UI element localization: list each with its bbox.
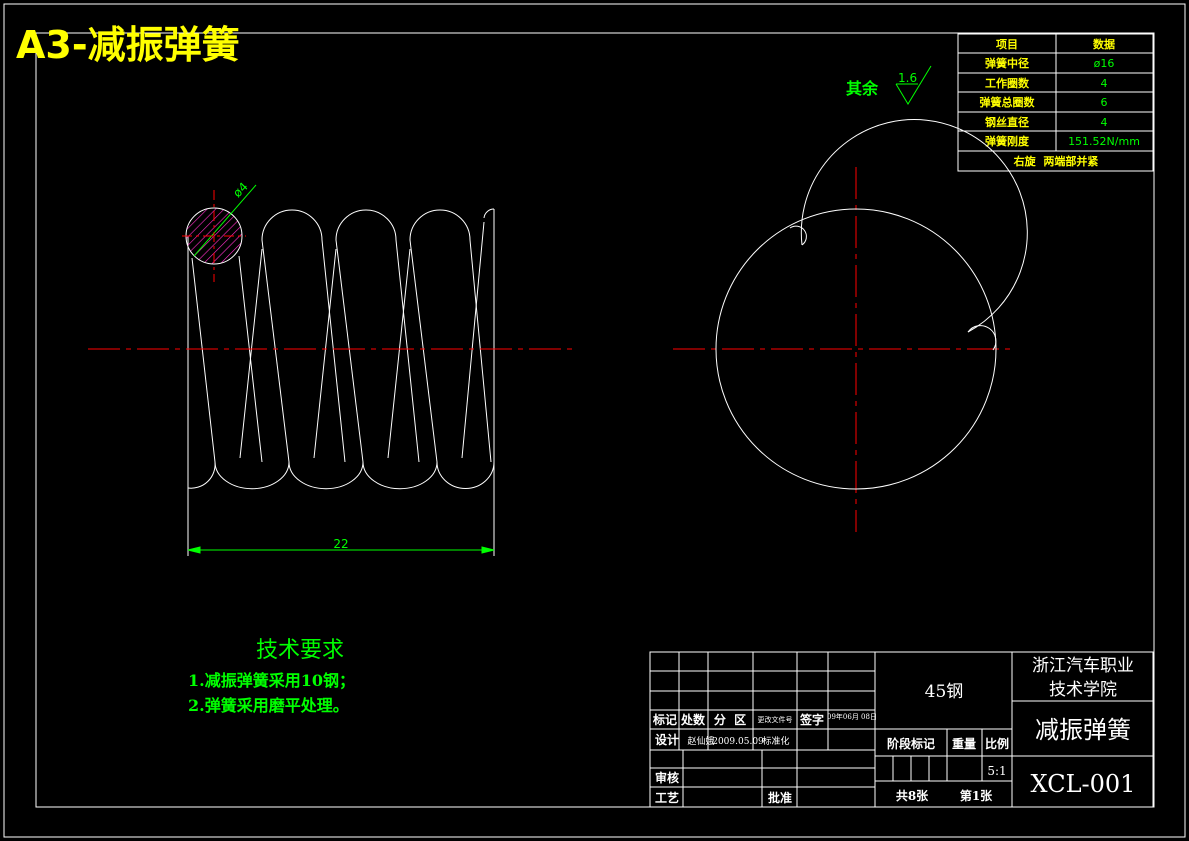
spring-front-view [187,208,495,556]
length-label: 22 [333,537,348,551]
spec-row-value: 6 [1101,96,1108,109]
spec-header-item: 项目 [996,38,1018,51]
tb-standardize-label: 标准化 [762,735,789,747]
tb-scale-value: 5:1 [987,764,1006,778]
roughness-prefix: 其余 [846,79,879,98]
spec-row-label: 工作圈数 [985,76,1030,90]
spec-header-data: 数据 [1093,37,1115,51]
tb-material: 45钢 [925,682,964,702]
tb-company-line1: 浙江汽车职业 [1032,656,1134,676]
spec-row-label: 弹簧中径 [985,56,1029,70]
tb-stage-label: 阶段标记 [887,736,935,751]
spring-end-view [715,119,1028,490]
tb-approve-label: 批准 [768,790,792,805]
outer-frame [3,3,1186,838]
spec-row-label: 弹簧刚度 [985,134,1030,148]
tb-rev-header: 分 区 [714,712,746,727]
spec-row-value: 4 [1101,77,1108,90]
tech-req-item: 1.减振弹簧采用10钢； [188,671,355,690]
tb-rev-header: 签字 [799,712,824,727]
tb-rev-header: 09年06月 08日 [827,712,877,721]
tb-rev-header: 更改文件号 [758,715,793,724]
tb-rev-header: 标记 [652,712,677,727]
center-lines [88,167,1015,532]
spec-row-value: 151.52N/mm [1068,135,1140,148]
tb-scale-label: 比例 [985,736,1009,751]
tb-sheet-no: 第1张 [960,788,993,803]
spec-row-value: ø16 [1094,57,1115,70]
roughness-symbol [895,65,932,105]
wire-diameter-label: ø4 [230,180,250,200]
tb-review-label: 审核 [655,770,679,785]
tb-drawing-no: XCL-001 [1031,770,1136,798]
spec-row-label: 弹簧总圈数 [980,95,1036,109]
spec-row-value: 4 [1101,116,1108,129]
spec-table [957,33,1154,172]
wire-dim-leader [193,184,257,257]
tb-weight-label: 重量 [952,736,976,751]
tb-designer: 赵仙娥 [687,735,714,747]
tb-sheets-total: 共8张 [896,788,929,803]
roughness-value: 1.6 [898,71,917,85]
length-dimension [187,546,495,554]
spec-note: 右旋 两端部并紧 [1013,154,1099,168]
spec-row-label: 钢丝直径 [985,115,1029,129]
tb-part-name: 减振弹簧 [1035,716,1131,744]
tech-req-title: 技术要求 [256,638,344,663]
tb-design-label: 设计 [655,732,679,747]
inner-frame [35,32,1155,808]
sheet-title: A3-减振弹簧 [16,23,240,67]
tb-design-date: 2009.05.09 [712,737,764,747]
title-block [649,651,1154,808]
tb-process-label: 工艺 [655,790,679,805]
tb-company-line2: 技术学院 [1049,680,1117,700]
tb-rev-header: 处数 [680,712,706,727]
tech-req-item: 2.弹簧采用磨平处理。 [188,696,349,715]
